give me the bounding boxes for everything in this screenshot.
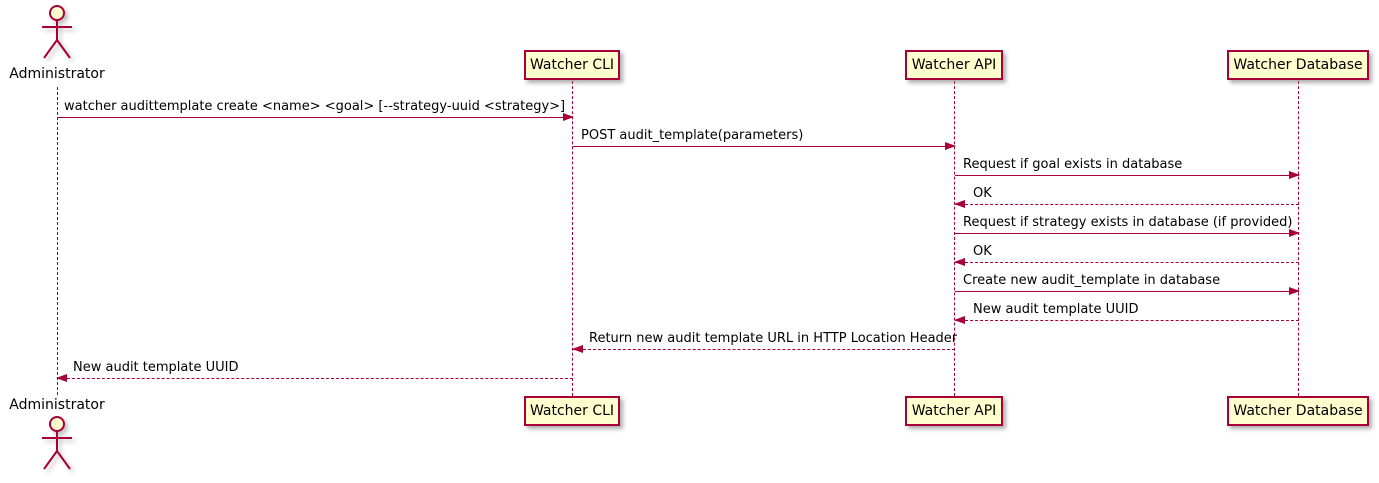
participant-watcher-api-bottom: Watcher API — [905, 396, 1003, 426]
arrowhead-icon — [572, 345, 583, 353]
message-label: watcher audittemplate create <name> <goa… — [64, 99, 566, 114]
arrowhead-icon — [954, 316, 965, 324]
participant-watcher-cli-top: Watcher CLI — [524, 50, 620, 80]
participant-watcher-database-top: Watcher Database — [1227, 50, 1369, 80]
arrowhead-icon — [1289, 171, 1300, 179]
arrowhead-icon — [954, 258, 965, 266]
participant-watcher-api-top: Watcher API — [905, 50, 1003, 80]
arrowhead-icon — [954, 200, 965, 208]
arrowhead-icon — [563, 113, 574, 121]
message-arrow — [954, 258, 1299, 266]
message-arrow — [955, 229, 1300, 237]
message-label: New audit template UUID — [73, 360, 239, 375]
message-label: POST audit_template(parameters) — [581, 128, 804, 143]
message-label: Request if goal exists in database — [963, 157, 1183, 172]
participant-watcher-cli-bottom: Watcher CLI — [524, 396, 620, 426]
lifeline-watcher-api — [954, 81, 955, 396]
lifeline-watcher-cli — [572, 81, 573, 396]
actor-icon — [42, 416, 72, 470]
message-arrow — [572, 345, 955, 353]
message-label: Request if strategy exists in database (… — [963, 215, 1293, 230]
actor-label-bottom: Administrator — [9, 397, 105, 413]
arrowhead-icon — [1289, 229, 1300, 237]
message-arrow — [955, 171, 1300, 179]
arrowhead-icon — [56, 374, 67, 382]
actor-icon — [42, 5, 72, 59]
message-arrow — [573, 142, 956, 150]
arrowhead-icon — [1289, 287, 1300, 295]
message-arrow — [954, 316, 1299, 324]
message-label: New audit template UUID — [973, 302, 1139, 317]
message-label: Create new audit_template in database — [963, 273, 1221, 288]
message-label: OK — [973, 244, 992, 259]
actor-label-top: Administrator — [9, 66, 105, 82]
lifeline-watcher-database — [1298, 81, 1299, 396]
message-arrow — [955, 287, 1300, 295]
message-label: OK — [973, 186, 992, 201]
message-label: Return new audit template URL in HTTP Lo… — [589, 331, 958, 346]
message-arrow — [954, 200, 1299, 208]
lifeline-administrator — [57, 87, 58, 395]
message-arrow — [57, 113, 574, 121]
participant-watcher-database-bottom: Watcher Database — [1227, 396, 1369, 426]
message-arrow — [56, 374, 573, 382]
arrowhead-icon — [945, 142, 956, 150]
